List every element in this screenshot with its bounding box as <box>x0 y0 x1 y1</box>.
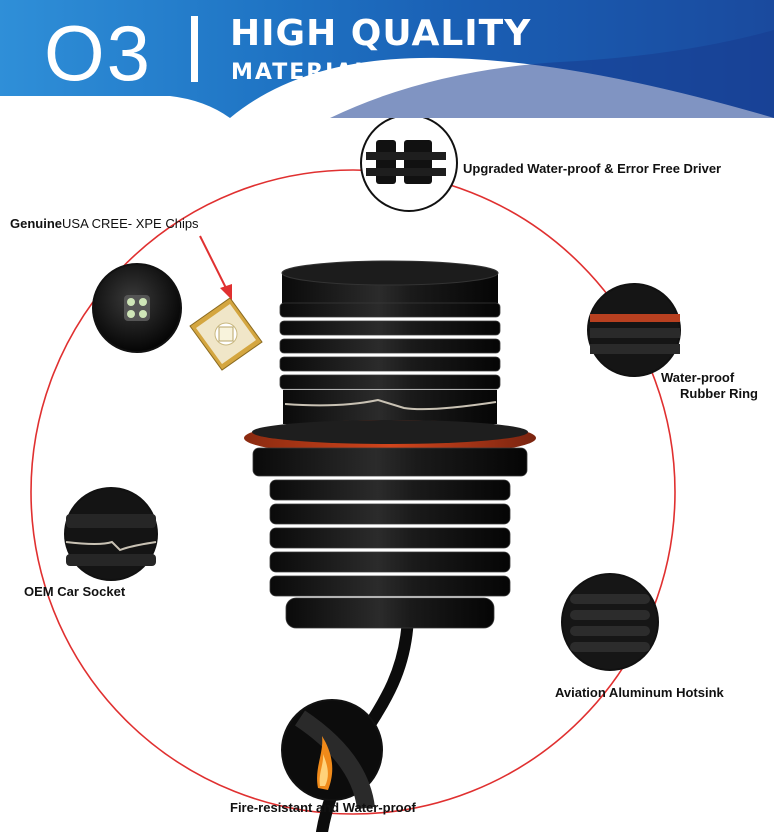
fire-label: Fire-resistant and Water-proof <box>230 800 416 815</box>
socket-inset <box>64 487 158 581</box>
chips-prefix: Genuine <box>10 216 63 231</box>
feature-circle <box>30 169 676 815</box>
chips-label: GenuineUSA CREE- XPE Chips <box>10 216 199 231</box>
rubber-ring <box>244 420 536 456</box>
product-diagram: Upgraded Water-proof & Error Free Driver… <box>0 114 774 837</box>
driver-label: Upgraded Water-proof & Error Free Driver <box>463 161 722 176</box>
header-banner: O3 HIGH QUALITY MATERIALS <box>0 0 774 118</box>
banner-divider <box>191 16 198 82</box>
chips-inset <box>92 263 182 353</box>
chips-pointer-arrow <box>199 235 227 289</box>
fire-inset <box>281 699 383 810</box>
hotsink-label: Aviation Aluminum Hotsink <box>555 685 724 700</box>
chips-name: USA CREE- XPE Chips <box>62 216 199 231</box>
ring-inset <box>587 283 681 377</box>
aluminum-heatsink <box>252 447 528 629</box>
product-illustration <box>30 114 681 837</box>
xpe-chip <box>189 297 263 371</box>
ring-label-line1: Water-proof <box>661 370 735 385</box>
upper-housing <box>279 260 501 424</box>
ring-label-line2: Rubber Ring <box>680 386 758 401</box>
hotsink-inset <box>561 573 659 671</box>
section-number: O3 <box>44 9 153 97</box>
driver-inset <box>360 114 458 212</box>
section-title: HIGH QUALITY <box>230 13 532 54</box>
banner-wave-decoration <box>0 30 774 118</box>
socket-label: OEM Car Socket <box>24 584 126 599</box>
section-subtitle: MATERIALS <box>231 60 389 85</box>
